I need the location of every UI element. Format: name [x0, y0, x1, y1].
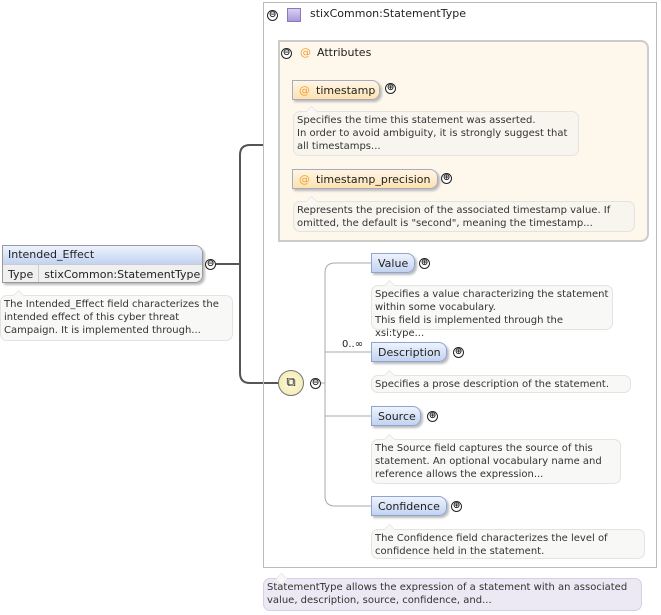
attribute-name: timestamp	[316, 84, 376, 97]
attribute-doc: Represents the precision of the associat…	[293, 201, 635, 232]
expand-icon[interactable]: ⊕	[441, 173, 452, 184]
expand-icon[interactable]: ⊕	[451, 501, 462, 512]
expand-icon[interactable]: ⊕	[385, 83, 396, 94]
attribute-doc: Specifies the time this statement was as…	[293, 111, 579, 156]
complex-type-icon	[287, 8, 301, 22]
element-source[interactable]: Source	[371, 406, 421, 426]
element-name: Intended_Effect	[3, 246, 202, 264]
collapse-icon[interactable]: ⊖	[310, 378, 321, 389]
element-doc: The Source field captures the source of …	[371, 439, 621, 484]
attributes-label: Attributes	[317, 46, 372, 59]
attribute-timestamp-precision[interactable]: @ timestamp_precision	[292, 169, 438, 189]
collapse-icon[interactable]: ⊖	[281, 48, 292, 59]
element-box[interactable]: Intended_Effect Type stixCommon:Statemen…	[2, 245, 203, 283]
collapse-icon[interactable]: ⊖	[267, 10, 278, 21]
attribute-icon: @	[300, 46, 311, 59]
element-doc: Specifies a prose description of the sta…	[371, 375, 631, 393]
collapse-icon[interactable]: ⊖	[205, 259, 216, 270]
attribute-icon: @	[299, 173, 310, 186]
complex-type-box	[263, 2, 657, 568]
element-confidence[interactable]: Confidence	[371, 496, 447, 516]
expand-icon[interactable]: ⊕	[427, 411, 438, 422]
complex-type-name: stixCommon:StatementType	[310, 7, 467, 20]
element-doc: The Confidence field characterizes the l…	[371, 529, 645, 559]
expand-icon[interactable]: ⊕	[453, 347, 464, 358]
sequence-icon[interactable]: ⧉	[278, 370, 304, 396]
expand-icon[interactable]: ⊕	[419, 258, 430, 269]
attribute-timestamp[interactable]: @ timestamp	[292, 80, 380, 100]
element-description[interactable]: Description	[371, 342, 447, 362]
type-label: Type	[3, 265, 40, 282]
attribute-name: timestamp_precision	[316, 173, 431, 186]
type-value: stixCommon:StatementType	[44, 268, 201, 281]
element-value[interactable]: Value	[371, 253, 415, 273]
attribute-icon: @	[299, 84, 310, 97]
element-doc: The Intended_Effect field characterizes …	[0, 295, 233, 341]
cardinality: 0..∞	[342, 339, 364, 350]
element-doc: Specifies a value characterizing the sta…	[371, 285, 613, 339]
complex-type-doc: StatementType allows the expression of a…	[263, 578, 642, 611]
